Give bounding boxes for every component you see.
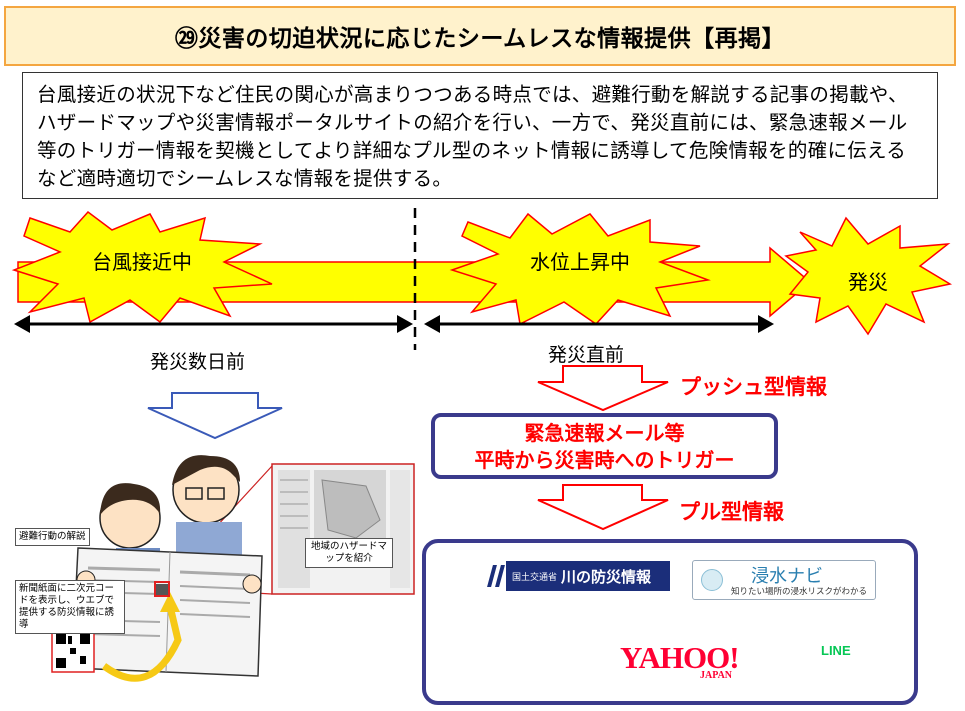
burst-water-rise	[449, 212, 711, 326]
burst-label-disaster: 発災	[848, 270, 888, 294]
kawa-small-text: 国土交通省	[512, 572, 558, 583]
push-box: 緊急速報メール等 平時から災害時へのトリガー	[431, 413, 778, 479]
down-arrow-push	[537, 365, 669, 412]
burst-typhoon	[11, 210, 273, 324]
shinsui-title: 浸水ナビ	[751, 566, 823, 587]
burst-label-water-rise: 水位上昇中	[530, 250, 630, 274]
callout-hazard-map: 地域のハザードマップを紹介	[305, 538, 393, 568]
qr-code-image	[51, 629, 95, 673]
page-title: ㉙災害の切迫状況に応じたシームレスな情報提供【再掲】	[4, 6, 956, 66]
push-label: プッシュ型情報	[680, 375, 827, 399]
burst-label-typhoon: 台風接近中	[92, 250, 192, 274]
burst-disaster	[784, 216, 953, 336]
mlit-icon	[486, 561, 506, 591]
period-label-days-before: 発災数日前	[150, 351, 246, 373]
shinsui-sub: 知りたい場所の浸水リスクがわかる	[731, 587, 868, 597]
line-logo-text: LINE	[821, 643, 851, 658]
down-arrow-pull	[537, 484, 669, 531]
push-box-line2: 平時から災害時へのトリガー	[474, 448, 735, 472]
kawa-bousai-logo: 国土交通省 川の防災情報	[486, 561, 670, 591]
callout-evacuation: 避難行動の解説	[15, 528, 90, 546]
period-label-just-before: 発災直前	[548, 344, 625, 366]
push-box-line1: 緊急速報メール等	[524, 421, 685, 445]
title-text: ㉙災害の切迫状況に応じたシームレスな情報提供【再掲】	[174, 26, 786, 52]
hazard-map-image	[271, 463, 415, 595]
callout-qr: 新聞紙面に二次元コードを表示し、ウエブで提供する防災情報に誘導	[15, 580, 125, 634]
shinsui-navi-logo: 浸水ナビ 知りたい場所の浸水リスクがわかる	[692, 560, 876, 600]
location-pin-icon	[701, 569, 723, 591]
newspaper-illustration	[71, 455, 263, 677]
description-text: 台風接近の状況下など住民の関心が高まりつつある時点では、避難行動を解説する記事の…	[37, 83, 908, 190]
yahoo-japan-text: JAPAN	[700, 670, 733, 681]
kawa-main-text: 川の防災情報	[561, 567, 652, 586]
yahoo-logo: YAHOO!	[620, 640, 740, 675]
curved-arrow	[101, 605, 182, 682]
description-box: 台風接近の状況下など住民の関心が高まりつつある時点では、避難行動を解説する記事の…	[22, 72, 938, 199]
pull-label: プル型情報	[679, 500, 784, 524]
down-arrow-left	[147, 392, 283, 440]
